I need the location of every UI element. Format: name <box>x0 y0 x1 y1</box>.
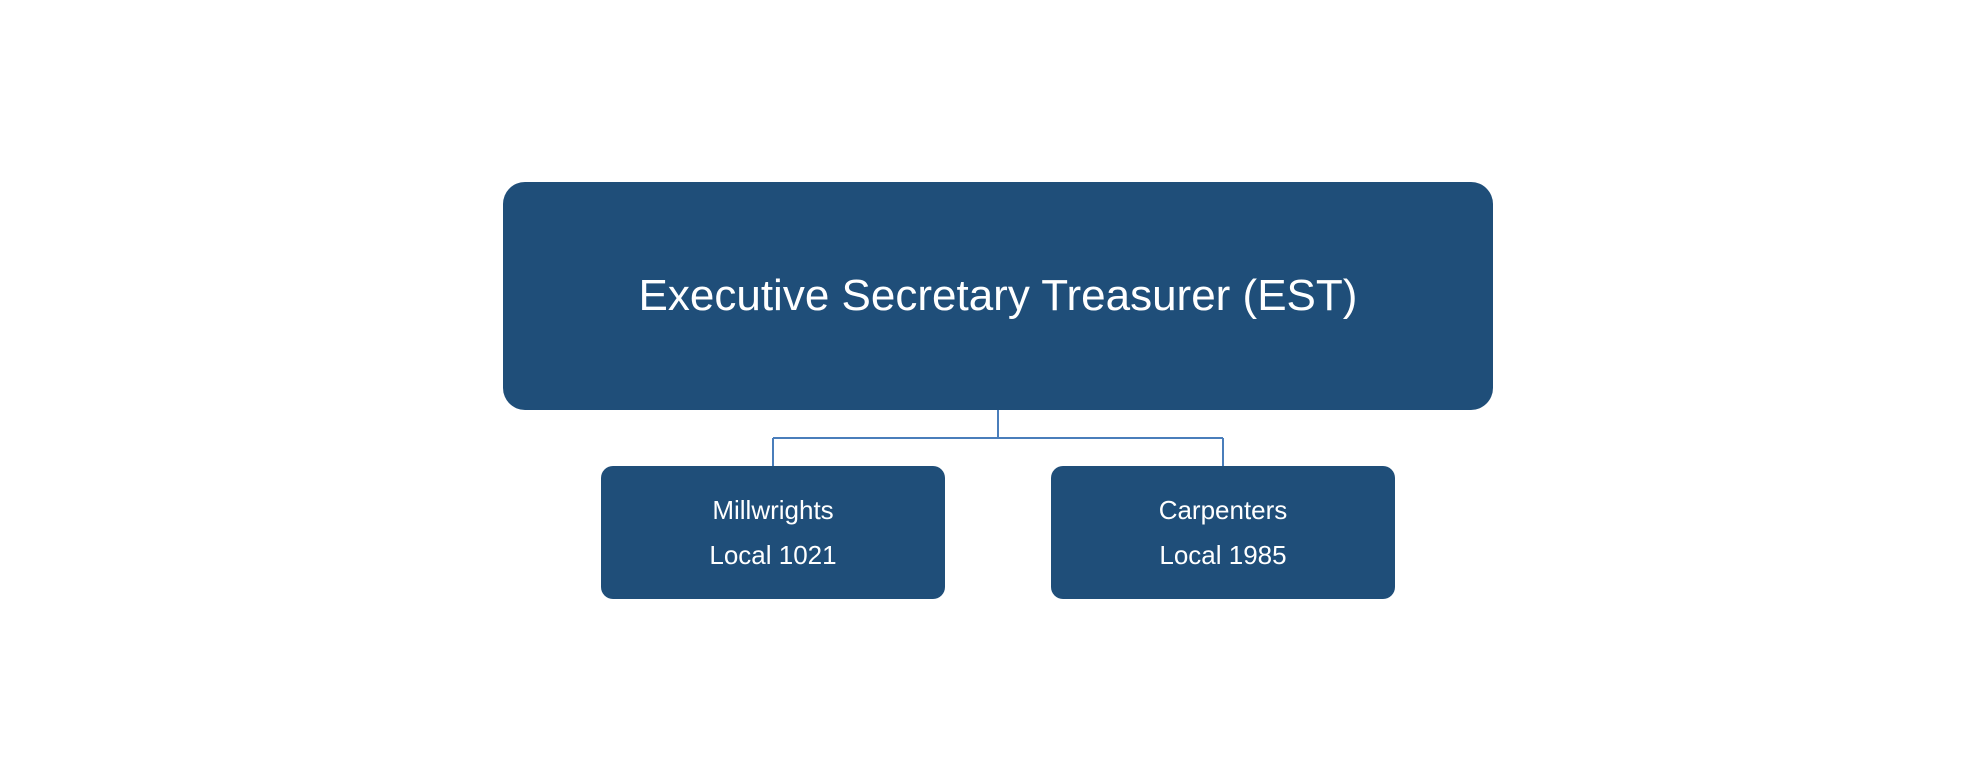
child-node-title: Millwrights <box>712 495 834 526</box>
root-node-est: Executive Secretary Treasurer (EST) <box>503 182 1493 410</box>
child-node-millwrights: Millwrights Local 1021 <box>601 466 945 599</box>
child-node-carpenters: Carpenters Local 1985 <box>1051 466 1395 599</box>
root-node-label: Executive Secretary Treasurer (EST) <box>638 270 1358 320</box>
child-node-subtitle: Local 1985 <box>1159 539 1287 570</box>
child-node-title: Carpenters <box>1158 495 1288 526</box>
child-node-subtitle: Local 1021 <box>709 539 837 570</box>
